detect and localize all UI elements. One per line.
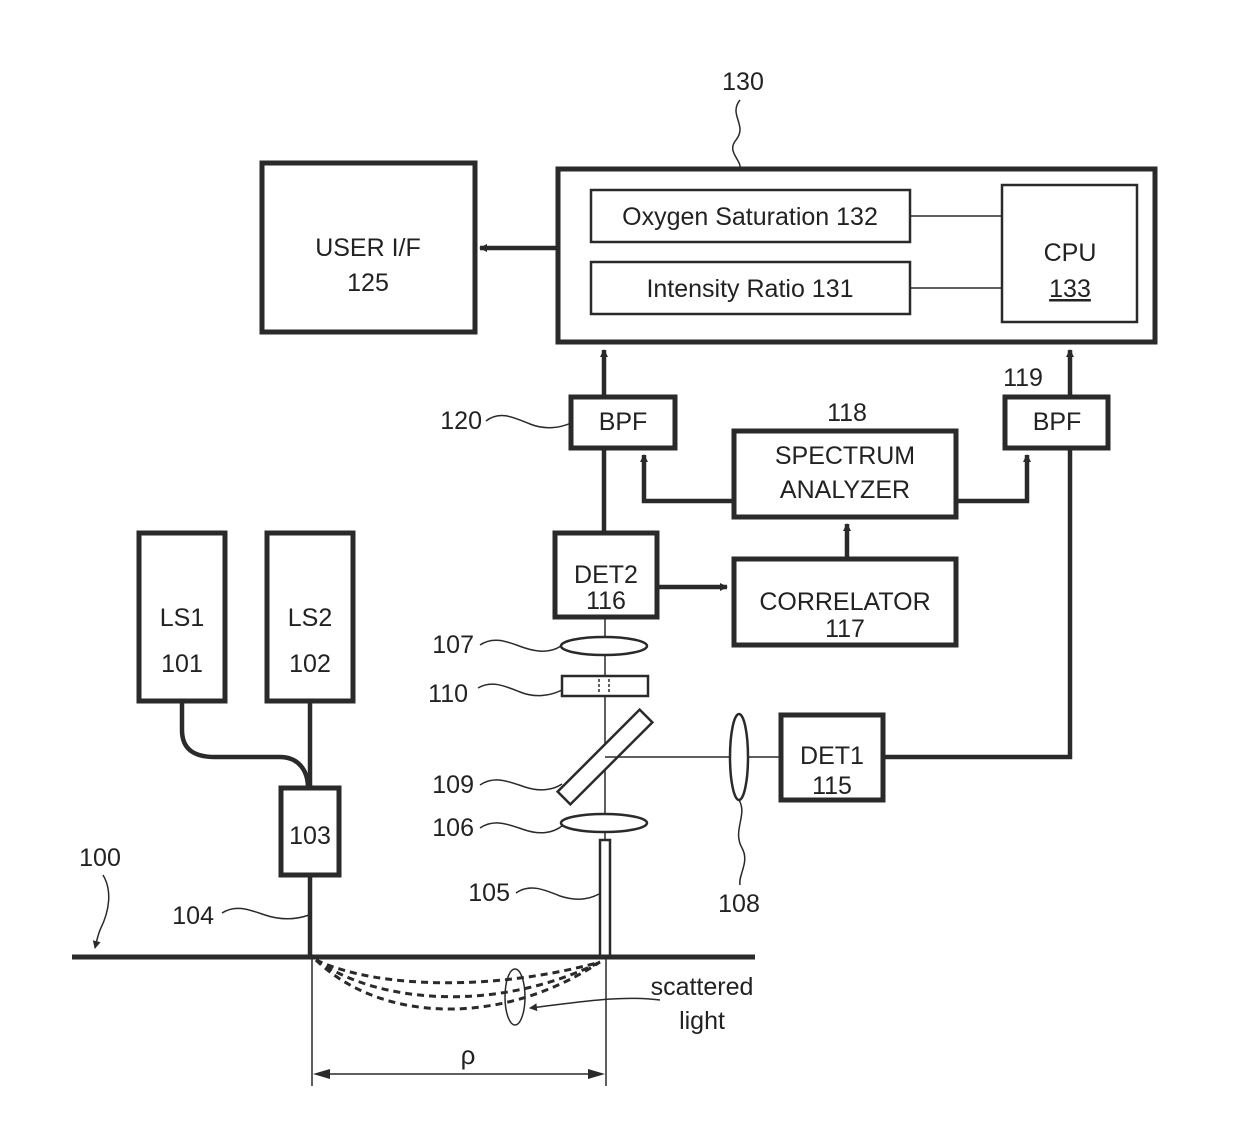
- scattered-light-label-1: scattered: [651, 973, 754, 1001]
- scattered-light-label-2: light: [679, 1007, 725, 1035]
- tissue-ref-arrow: [95, 875, 109, 948]
- beam-splitter-leader: [480, 780, 562, 790]
- det1-ref: 115: [812, 772, 852, 800]
- ls1-ref: 101: [161, 650, 203, 678]
- fiber-104-ref: 104: [172, 902, 214, 930]
- bpf-left-leader: [486, 416, 571, 428]
- processor-leader: [733, 100, 740, 169]
- arrow-analyzer-to-bpf-right: [956, 455, 1027, 501]
- beam-splitter-ref: 109: [432, 771, 474, 799]
- element-110-ref: 110: [428, 680, 468, 708]
- intensity-ratio-label: Intensity Ratio 131: [646, 275, 853, 303]
- bpf-right-label: BPF: [1033, 408, 1082, 436]
- combiner-ref: 103: [289, 822, 331, 850]
- det1-block: DET1 115: [781, 715, 883, 800]
- oxygen-saturation-label: Oxygen Saturation 132: [622, 203, 878, 231]
- fiber-105-ref: 105: [468, 879, 510, 907]
- ls2-label: LS2: [288, 604, 332, 632]
- bpf-left-ref: 120: [440, 407, 482, 435]
- ls2-block: LS2 102: [267, 533, 353, 701]
- ls2-ref: 102: [289, 650, 331, 678]
- rho-arrow-left: [313, 1069, 330, 1079]
- user-if-label: USER I/F: [315, 234, 421, 262]
- scatter-path-3: [316, 960, 600, 1009]
- cpu-label: CPU: [1044, 239, 1097, 267]
- tissue-ref: 100: [79, 844, 121, 872]
- lens-108-ref: 108: [718, 890, 760, 918]
- det2-block: DET2 116: [555, 533, 657, 617]
- processor-ref: 130: [722, 68, 764, 96]
- arrow-analyzer-to-bpf-left: [644, 455, 734, 501]
- lens-107-ref: 107: [432, 631, 474, 659]
- lens-106: [561, 814, 647, 832]
- scattered-light-leader: [530, 998, 660, 1008]
- lens-106-ref: 106: [432, 814, 474, 842]
- bpf-right-block: BPF: [1005, 397, 1108, 448]
- ls1-block: LS1 101: [139, 533, 225, 701]
- element-110-leader: [478, 684, 562, 695]
- lens-108: [730, 714, 748, 800]
- cpu-ref: 133: [1049, 275, 1091, 303]
- spectrum-analyzer-line2: ANALYZER: [780, 476, 910, 504]
- lens-106-leader: [480, 823, 562, 833]
- scatter-path-2: [316, 960, 600, 997]
- correlator-ref: 117: [825, 615, 865, 643]
- correlator-block: CORRELATOR 117: [734, 559, 956, 645]
- combiner-block: 103: [281, 788, 339, 875]
- wire-ls1-to-combiner: [182, 701, 308, 788]
- bpf-left-label: BPF: [599, 408, 648, 436]
- spectrum-analyzer-block: SPECTRUM ANALYZER: [734, 431, 956, 517]
- user-interface-block: USER I/F 125: [262, 163, 475, 332]
- spectrum-analyzer-line1: SPECTRUM: [775, 442, 915, 470]
- lens-108-leader: [739, 800, 745, 885]
- bpf-right-ref: 119: [1003, 364, 1043, 392]
- lens-107: [561, 637, 647, 655]
- correlator-label: CORRELATOR: [759, 588, 930, 616]
- spectrum-analyzer-ref: 118: [827, 399, 867, 427]
- fiber-104-leader: [222, 908, 309, 918]
- det2-label: DET2: [574, 561, 638, 589]
- fiber-105-leader: [516, 888, 599, 899]
- bpf-left-block: BPF: [571, 397, 675, 448]
- ls1-label: LS1: [160, 604, 204, 632]
- user-if-ref: 125: [347, 269, 389, 297]
- rho-arrow-right: [588, 1069, 605, 1079]
- processor-block: Oxygen Saturation 132 Intensity Ratio 13…: [558, 169, 1155, 342]
- scatter-path-1: [316, 960, 600, 983]
- element-110: [562, 676, 648, 696]
- fiber-105: [600, 840, 610, 957]
- rho-label: ρ: [461, 1040, 476, 1070]
- lens-107-leader: [480, 640, 561, 651]
- det1-label: DET1: [800, 742, 864, 770]
- det2-ref: 116: [586, 587, 626, 615]
